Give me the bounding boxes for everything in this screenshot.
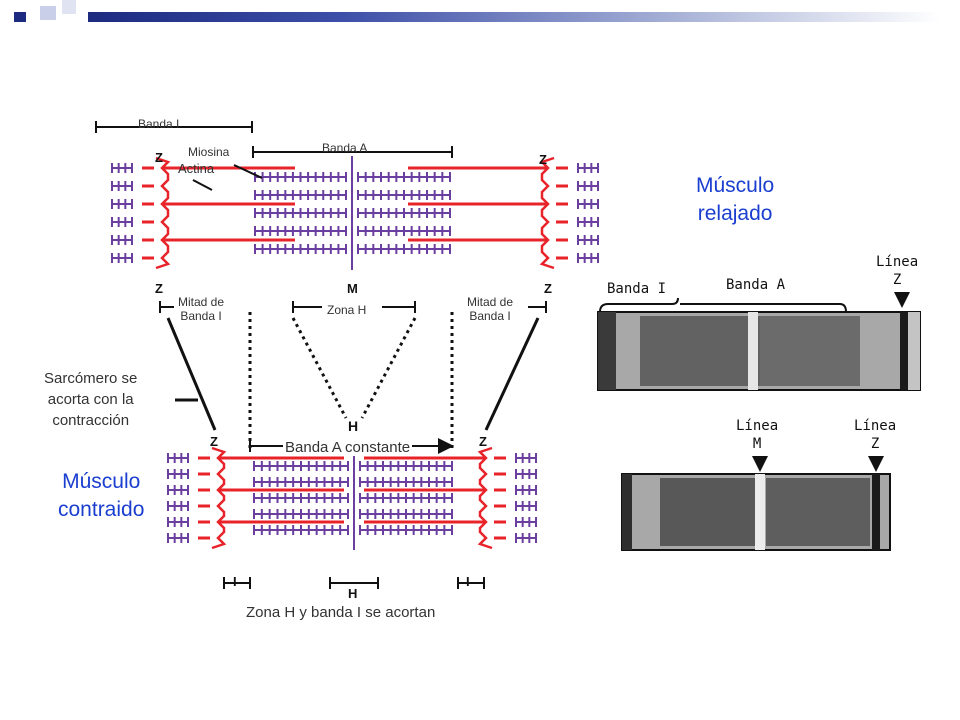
z-disc bbox=[477, 446, 493, 550]
label-banda-a-micrograph: Banda A bbox=[726, 277, 786, 293]
z-label-bottom-left: Z bbox=[210, 434, 218, 449]
z-label-bottom-right: Z bbox=[479, 434, 487, 449]
label-banda-a-constante: Banda A constante bbox=[283, 439, 413, 457]
label-banda-a-top: Banda A bbox=[322, 141, 368, 155]
label-mitad-banda-i-right: Mitad de Banda I bbox=[467, 295, 514, 323]
z-label-top-left: Z bbox=[155, 150, 163, 165]
z-label-top-bottom-left: Z bbox=[155, 281, 163, 296]
deco-square-1 bbox=[14, 12, 26, 22]
label-musculo-relajado: Músculo relajado bbox=[696, 174, 775, 226]
top-annotation-lines bbox=[95, 121, 547, 313]
deco-square-3 bbox=[62, 0, 76, 14]
label-linea-z-bottom: Línea Z bbox=[854, 418, 897, 453]
label-caption-zona-h-banda-i: Zona H y banda I se acortan bbox=[246, 604, 436, 621]
contracted-sarcomere-group bbox=[167, 446, 537, 550]
label-mitad-banda-i-left: Mitad de Banda I bbox=[178, 295, 225, 323]
h-label-bottom: H bbox=[348, 586, 358, 601]
micrograph-relaxed bbox=[597, 311, 921, 391]
h-mark: H bbox=[348, 418, 359, 434]
label-banda-i-micrograph: Banda I bbox=[607, 281, 667, 297]
relaxed-sarcomere-group bbox=[111, 156, 599, 270]
z-disc bbox=[211, 446, 227, 550]
z-disc bbox=[539, 156, 555, 270]
micrograph-annotations bbox=[599, 292, 910, 472]
z-label-top-right: Z bbox=[539, 152, 547, 167]
m-line-label: M bbox=[347, 281, 358, 296]
micrograph-contracted bbox=[621, 473, 891, 551]
i-label-right: I bbox=[466, 574, 470, 589]
label-linea-z-top: Línea Z bbox=[876, 254, 919, 289]
label-linea-m: Línea M bbox=[736, 418, 779, 453]
label-zona-h: Zona H bbox=[327, 303, 367, 317]
i-label-left: I bbox=[233, 574, 237, 589]
dotted-guides bbox=[248, 312, 454, 450]
bottom-i-h-brackets bbox=[223, 577, 485, 589]
z-label-top-bottom-right: Z bbox=[544, 281, 552, 296]
label-miosina: Miosina bbox=[188, 145, 230, 159]
header-gradient-bar bbox=[88, 12, 940, 22]
deco-square-2 bbox=[40, 6, 56, 20]
label-musculo-contraido: Músculo contraido bbox=[58, 470, 145, 522]
label-banda-i-top: Banda I bbox=[138, 117, 180, 131]
connector-lines bbox=[166, 317, 540, 431]
z-disc bbox=[155, 156, 171, 270]
label-sarcomero-acorta: Sarcómero se acorta con la contracción bbox=[44, 370, 138, 429]
label-actina: Actina bbox=[178, 161, 215, 176]
